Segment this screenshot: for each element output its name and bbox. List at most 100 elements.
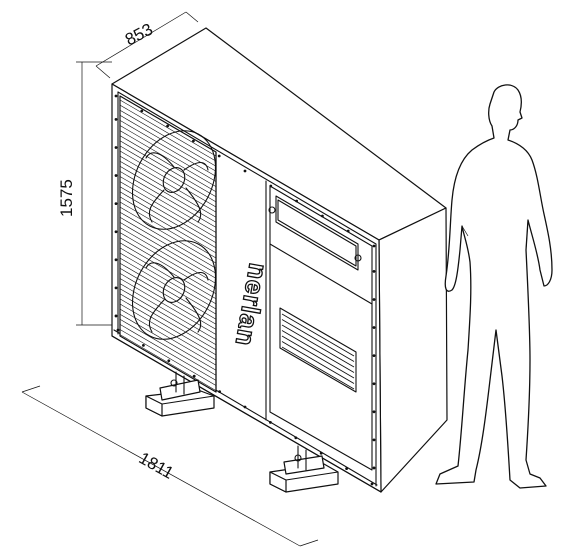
grille-bar: [119, 278, 217, 335]
mounting-foot-right: [269, 445, 339, 493]
depth-label: 853: [122, 20, 156, 50]
bolt: [167, 359, 171, 363]
grille-bar: [119, 104, 217, 162]
bolt: [295, 199, 298, 203]
grille-bar: [119, 186, 217, 243]
bolt: [114, 230, 118, 234]
fan-icon: [131, 240, 217, 340]
bolt: [372, 438, 376, 442]
bolt: [192, 139, 195, 143]
louver-slat: [281, 313, 355, 357]
bolt: [372, 298, 376, 301]
louver-slat: [281, 335, 355, 379]
grille-bar: [119, 262, 217, 320]
bolt: [372, 466, 376, 470]
grille-bar: [119, 288, 217, 345]
heat-pump-unit: nerlan: [111, 27, 448, 493]
bolt: [372, 326, 376, 329]
bolt: [217, 154, 221, 158]
grille-bar: [119, 329, 217, 386]
bolt: [370, 482, 374, 486]
louver-slat: [281, 341, 355, 384]
grille-bar: [119, 211, 217, 269]
bolt: [140, 109, 144, 113]
grille-bar: [119, 206, 217, 264]
bolt: [114, 202, 118, 206]
grille-bar: [119, 135, 217, 192]
grille-bar: [119, 334, 217, 391]
grille-bar: [119, 150, 217, 208]
grille-bar: [119, 155, 217, 213]
bolt: [372, 270, 376, 273]
grille-bar: [119, 140, 217, 198]
fan-grille-panel: [119, 95, 217, 393]
grille-bar: [119, 160, 217, 218]
grille-bar: [119, 109, 217, 167]
width-label: 1811: [136, 448, 177, 482]
louver-slat: [281, 324, 355, 368]
grille-bar: [119, 120, 217, 177]
bolt: [372, 244, 376, 248]
louver-slat: [281, 330, 355, 373]
bolt: [319, 451, 323, 455]
bolt: [114, 286, 118, 290]
bolt: [166, 124, 170, 128]
louver-slat: [281, 346, 355, 390]
grille-bar: [119, 313, 217, 371]
grille-bar: [119, 196, 217, 254]
bolt: [116, 328, 120, 332]
grille-bar: [119, 99, 217, 157]
grille-bar: [119, 166, 217, 223]
bolt: [269, 421, 272, 424]
bolt: [243, 405, 247, 409]
access-panel: [268, 185, 373, 471]
grille-bar: [119, 324, 217, 381]
human-silhouette: [435, 84, 553, 489]
grille-bar: [119, 191, 217, 249]
bolt: [114, 118, 118, 121]
bolt: [372, 410, 376, 414]
grille-bar: [119, 222, 217, 279]
grille-bar: [119, 176, 217, 233]
bolt: [114, 174, 118, 177]
grille-bar: [119, 298, 217, 356]
bolt: [114, 258, 118, 262]
bolt: [269, 184, 273, 188]
fan-icon: [131, 130, 217, 230]
grille-bar: [119, 308, 217, 366]
bolt: [321, 214, 324, 218]
grille-bar: [119, 145, 217, 203]
bolt: [192, 374, 196, 378]
bolt: [114, 146, 118, 149]
grille-bar: [119, 227, 217, 284]
grille-bar: [119, 319, 217, 376]
bolt: [346, 229, 350, 233]
grille-bar: [119, 247, 217, 305]
frame-bolts: [114, 94, 376, 486]
bolt: [142, 344, 145, 347]
grille-bar: [119, 130, 217, 187]
bolt: [114, 94, 118, 98]
grille-bar: [119, 232, 217, 289]
height-label: 1575: [57, 179, 76, 217]
grille-bar: [119, 237, 217, 294]
bolt: [372, 382, 376, 386]
bolt: [114, 314, 118, 318]
grille-bar: [119, 257, 217, 315]
dimension-height: 1575: [57, 61, 112, 326]
bolt: [218, 390, 222, 393]
louver-slat: [281, 319, 355, 362]
bolt: [345, 467, 348, 470]
unit-side-face: [378, 207, 448, 493]
louver-vent: [279, 307, 357, 393]
grille-bar: [119, 283, 217, 340]
grille-bar: [119, 125, 217, 182]
grille-bar: [119, 181, 217, 238]
bolt: [243, 169, 247, 173]
bolt: [372, 354, 376, 358]
mounting-foot-left: [145, 371, 215, 417]
grille-bar: [119, 293, 217, 351]
grille-bar: [119, 303, 217, 361]
grille-bar: [119, 268, 217, 325]
